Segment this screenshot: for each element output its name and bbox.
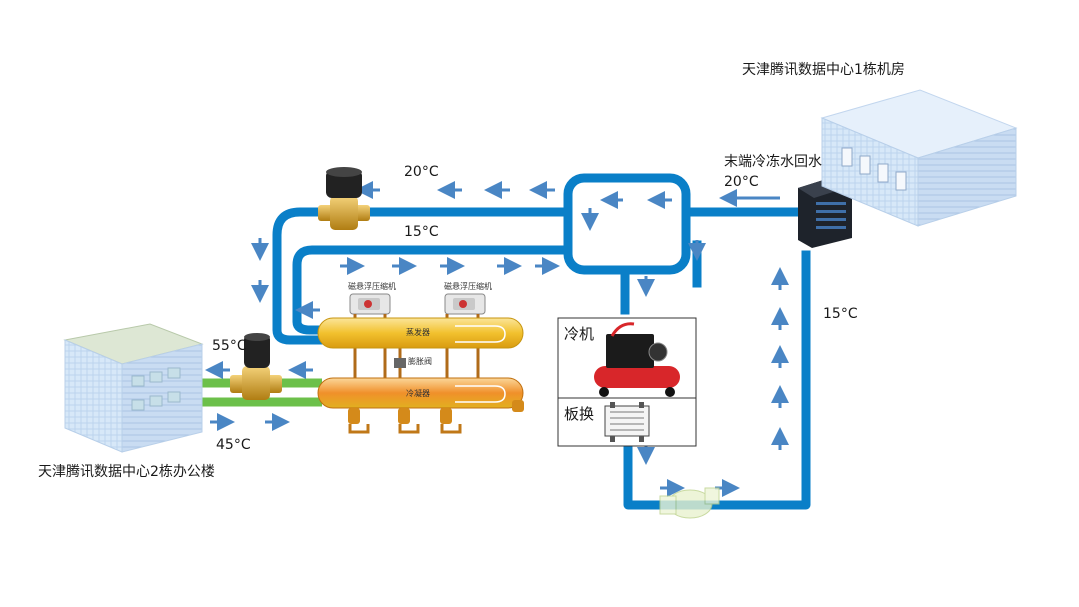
expansion-valve-label: 膨胀阀 — [408, 357, 432, 366]
condenser-label: 冷凝器 — [406, 389, 430, 398]
chilled-water-pipes — [272, 173, 813, 510]
solenoid-valve-icon — [318, 167, 370, 230]
return-water-label: 末端冷冻水回水 — [724, 154, 822, 170]
magnetic-bearing-chiller — [317, 293, 524, 434]
compressor-1-label: 磁悬浮压缩机 — [348, 282, 396, 291]
plate-heat-exchanger-icon — [604, 402, 650, 442]
hot-water-45-label: 45°C — [216, 437, 251, 453]
top-temp-15-label: 15°C — [404, 224, 439, 240]
chiller-label: 冷机 — [564, 325, 595, 343]
pump-icon — [659, 487, 720, 519]
flow-arrows — [205, 181, 789, 497]
air-compressor-icon — [594, 322, 680, 397]
compressor-2-label: 磁悬浮压缩机 — [444, 282, 492, 291]
right-temp-15-label: 15°C — [823, 306, 858, 322]
compressor-icon — [349, 293, 391, 315]
evaporator-label: 蒸发器 — [406, 328, 430, 337]
building-1-icon — [820, 89, 1018, 227]
return-temp-label: 20°C — [724, 174, 759, 190]
building-1-label: 天津腾讯数据中心1栋机房 — [742, 62, 905, 78]
compressor-icon — [444, 293, 486, 315]
building-2-icon — [63, 323, 204, 453]
hot-water-55-label: 55°C — [212, 338, 247, 354]
building-2-label: 天津腾讯数据中心2栋办公楼 — [38, 464, 215, 480]
plate-exchanger-label: 板换 — [564, 405, 595, 423]
solenoid-valve-icon — [230, 333, 282, 400]
top-temp-20-label: 20°C — [404, 164, 439, 180]
